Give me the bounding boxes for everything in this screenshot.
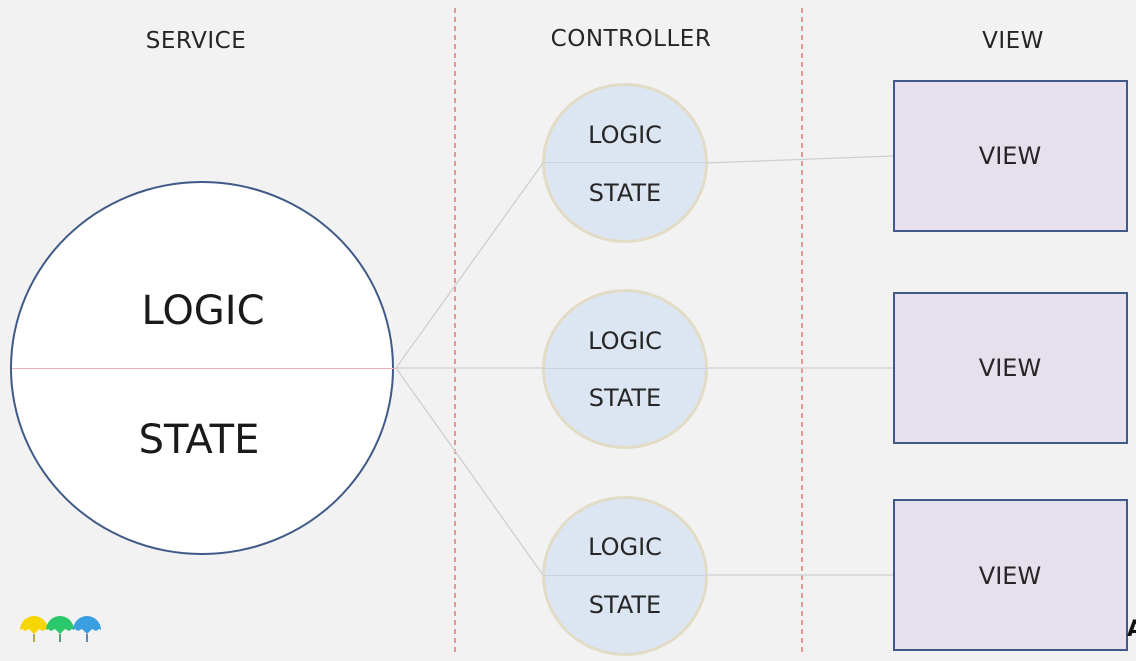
service-divider [12, 368, 396, 369]
controller-logic-label-3: LOGIC [588, 533, 662, 561]
view-label-2: VIEW [978, 354, 1042, 382]
connector-service-controller-3 [395, 367, 544, 576]
heading-service: SERVICE [145, 28, 247, 54]
edge-glyph: A [1127, 617, 1136, 642]
controller-state-label-3: STATE [588, 591, 662, 619]
connector-controller-view-1 [705, 155, 894, 164]
heading-view: VIEW [982, 28, 1044, 54]
controller-logic-label-2: LOGIC [588, 327, 662, 355]
controller-divider-1 [542, 162, 708, 163]
controller-state-label-2: STATE [588, 384, 662, 412]
connector-service-controller-1 [395, 162, 544, 369]
view-box-3 [893, 499, 1128, 651]
controller-circle-2 [542, 289, 708, 449]
controller-divider-3 [542, 575, 708, 576]
controller-logic-label-1: LOGIC [588, 121, 662, 149]
view-box-1 [893, 80, 1128, 232]
view-box-2 [893, 292, 1128, 444]
heading-controller: CONTROLLER [550, 26, 712, 52]
controller-circle-3 [542, 496, 708, 656]
controller-state-label-1: STATE [588, 179, 662, 207]
brand-umbrella-logo-icon [20, 616, 101, 642]
service-state-label: STATE [138, 417, 260, 463]
controller-divider-2 [542, 368, 708, 369]
view-label-1: VIEW [978, 142, 1042, 170]
view-label-3: VIEW [978, 562, 1042, 590]
service-logic-label: LOGIC [141, 288, 265, 334]
controller-circle-1 [542, 83, 708, 243]
